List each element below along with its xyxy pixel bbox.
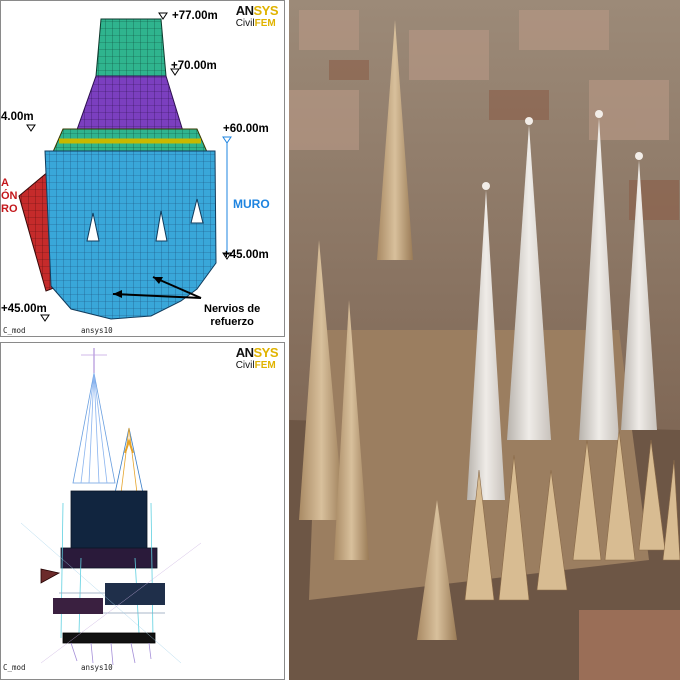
fem-mesh-drawing [18,12,232,322]
ansys-civilfem-logo: ANSYS CivilFEM [235,3,279,29]
fem-tower-panel: ANSYS CivilFEM +77.00m +70.00m +60.00m +… [0,0,285,337]
model-tag-2: C_mod [3,663,26,672]
ansys-civilfem-logo-2: ANSYS CivilFEM [235,345,279,371]
red-line-1: A [1,177,9,189]
nervios-line-2: refuerzo [210,316,254,328]
level-45-right: +45.00m [223,249,269,261]
level-45-left: +45.00m [1,303,47,315]
sagrada-familia-photo [289,0,680,680]
nervios-label: Nervios de refuerzo [204,303,260,329]
red-line-3: RO [1,203,18,215]
red-line-2: ÓN [1,190,18,202]
fem-wireframe-panel: ANSYS CivilFEM C_mod ansys10 [0,342,285,680]
wireframe-drawing [20,348,202,666]
level-70: +70.00m [171,60,217,72]
level-77: +77.00m [172,10,218,22]
level-4-left: 4.00m [1,111,34,123]
ansys-version-tag-2: ansys10 [81,663,113,672]
photo-illustration [289,0,680,680]
nervios-line-1: Nervios de [204,303,261,315]
ansys-version-tag: ansys10 [81,326,113,335]
model-tag: C_mod [3,326,26,335]
red-cut-label: A ÓN RO [1,177,18,216]
level-60: +60.00m [223,123,269,135]
muro-label: MURO [233,197,270,211]
